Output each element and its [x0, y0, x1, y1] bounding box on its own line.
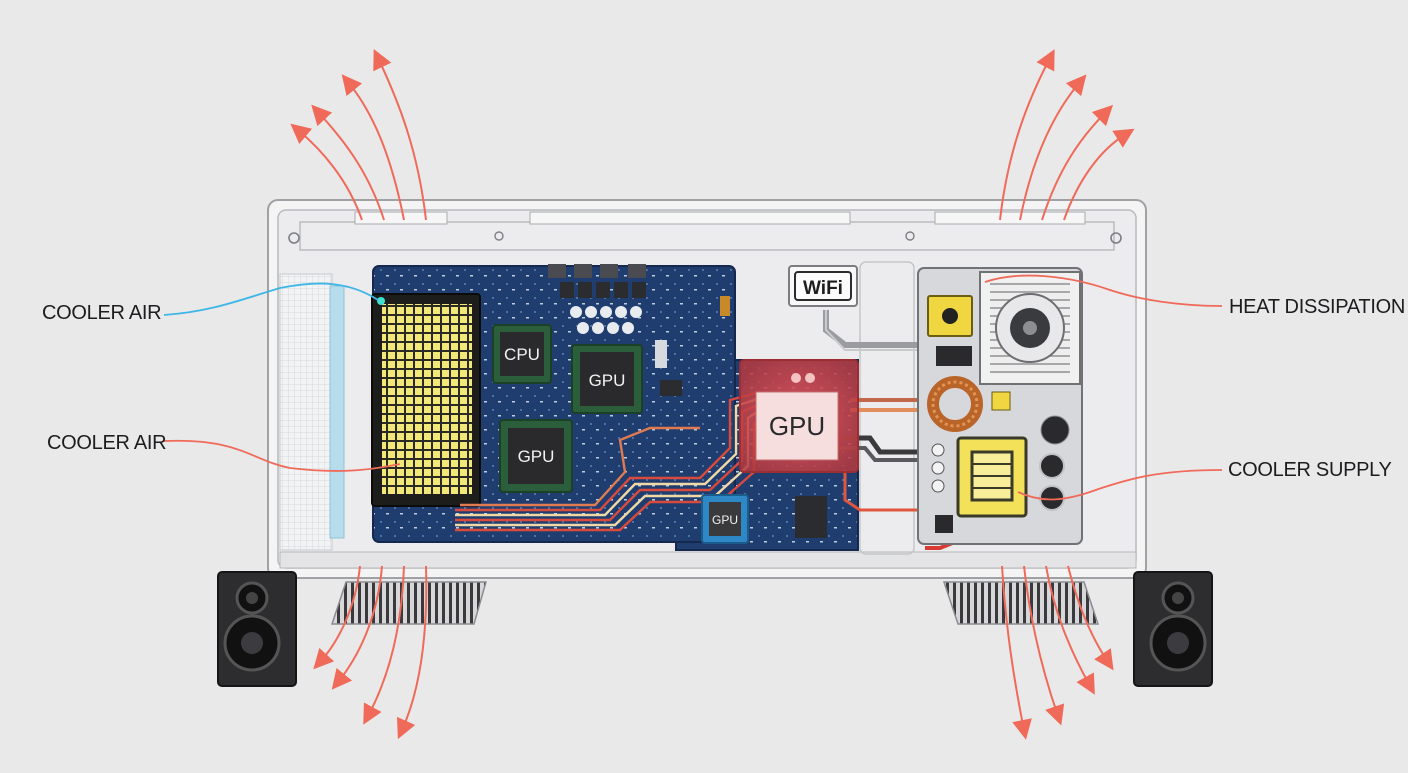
wifi-badge-label: WiFi — [803, 278, 843, 299]
gpu-chip-a: GPU — [572, 345, 642, 413]
gpu-chip-a-label: GPU — [589, 371, 626, 390]
fan-icon — [996, 294, 1064, 362]
callout-cooler-air-top: COOLER AIR — [42, 302, 161, 325]
led-cooling-panel — [372, 294, 480, 506]
gpu-small-label: GPU — [712, 513, 738, 527]
speaker-left-icon — [218, 572, 296, 686]
cool-sensor-dot — [377, 297, 385, 305]
wifi-module: WiFi — [789, 266, 857, 306]
gpu-main-chip: GPU — [740, 360, 858, 472]
gpu-small-chip: GPU — [702, 495, 748, 543]
left-air-intake — [280, 274, 344, 550]
cpu-chip: CPU — [493, 325, 551, 383]
bottom-vent-left — [332, 582, 486, 624]
cpu-chip-label: CPU — [504, 345, 540, 364]
callout-heat-dissipation: HEAT DISSIPATION — [1229, 296, 1405, 319]
transformer-icon — [958, 438, 1026, 516]
gpu-chip-b: GPU — [500, 420, 572, 492]
gpu-chip-b-label: GPU — [518, 447, 555, 466]
power-supply-unit — [918, 268, 1082, 544]
gpu-main-label: GPU — [769, 411, 825, 441]
callout-cooler-supply: COOLER SUPPLY — [1228, 459, 1392, 482]
speaker-right-icon — [1134, 572, 1212, 686]
callout-cooler-air-mid: COOLER AIR — [47, 432, 166, 455]
